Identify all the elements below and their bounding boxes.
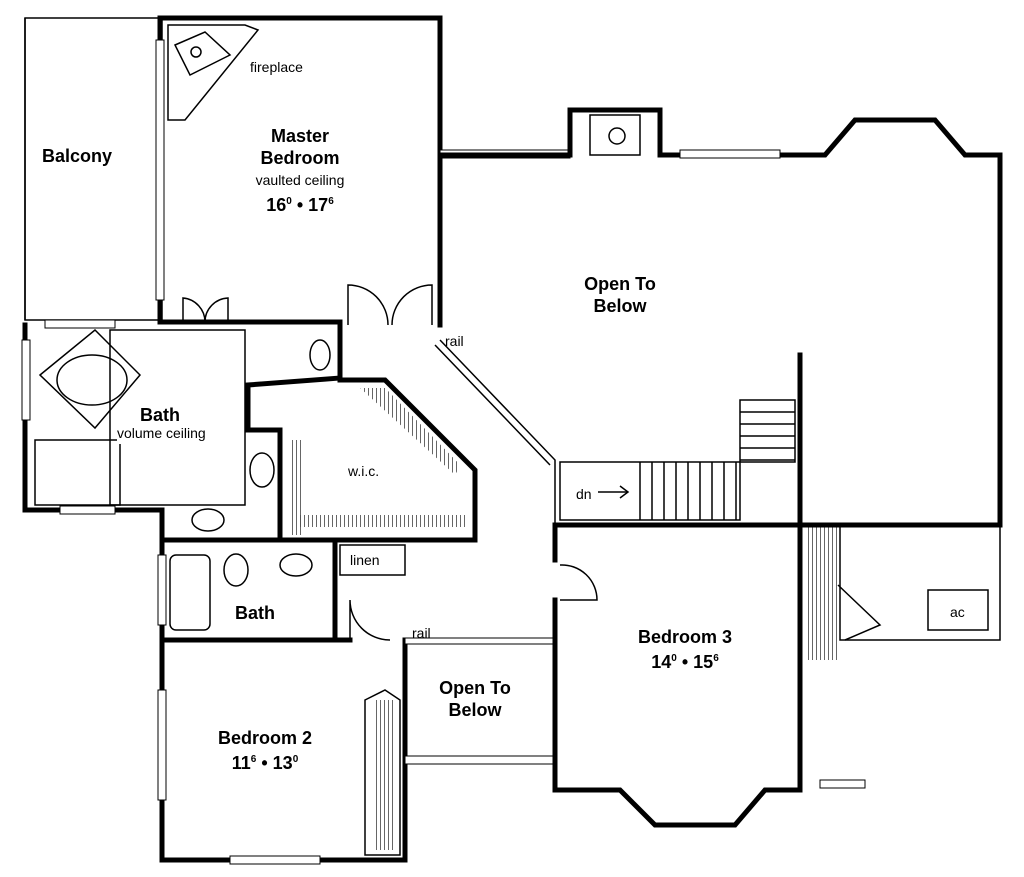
master-bedroom-dimensions: 160 • 176 — [266, 195, 334, 215]
master-bedroom-name-2: Bedroom — [260, 148, 340, 168]
wic-label: w.i.c. — [348, 463, 380, 479]
master-bedroom-note: vaulted ceiling — [255, 172, 345, 188]
bedroom2-label: Bedroom 2 116 • 130 — [200, 727, 330, 774]
bedroom2-walls — [157, 637, 408, 865]
bath2-label: Bath — [235, 602, 275, 624]
open-to-below-small: Open To Below — [439, 678, 511, 720]
ac-area — [839, 525, 1001, 641]
balcony-outline — [24, 17, 163, 321]
fireplace-label: fireplace — [250, 59, 303, 75]
walk-in-closet-walls — [277, 377, 478, 543]
window — [155, 39, 165, 301]
stairs-down-label: dn — [576, 486, 592, 502]
bedroom3-label: Bedroom 3 140 • 156 — [620, 626, 750, 673]
bedroom3-dimensions: 140 • 156 — [651, 652, 719, 672]
master-bath-note: volume ceiling — [117, 422, 206, 444]
ac-label: ac — [950, 604, 965, 620]
rail-label-top: rail — [445, 333, 464, 349]
rail-label-bottom: rail — [412, 625, 431, 641]
linen-label: linen — [350, 552, 380, 568]
master-doors — [182, 284, 433, 326]
master-bath-label: Bath — [140, 405, 180, 425]
bedroom3-walls — [552, 522, 882, 828]
staircase — [559, 399, 796, 521]
open-area-walls — [434, 107, 1003, 528]
balcony-label: Balcony — [42, 146, 113, 166]
master-bedroom-label: Master Bedroom vaulted ceiling 160 • 176 — [245, 125, 355, 216]
open-to-below-main: Open To Below — [584, 274, 656, 316]
bedroom2-dimensions: 116 • 130 — [231, 753, 299, 773]
master-bedroom-name-1: Master — [270, 126, 330, 146]
